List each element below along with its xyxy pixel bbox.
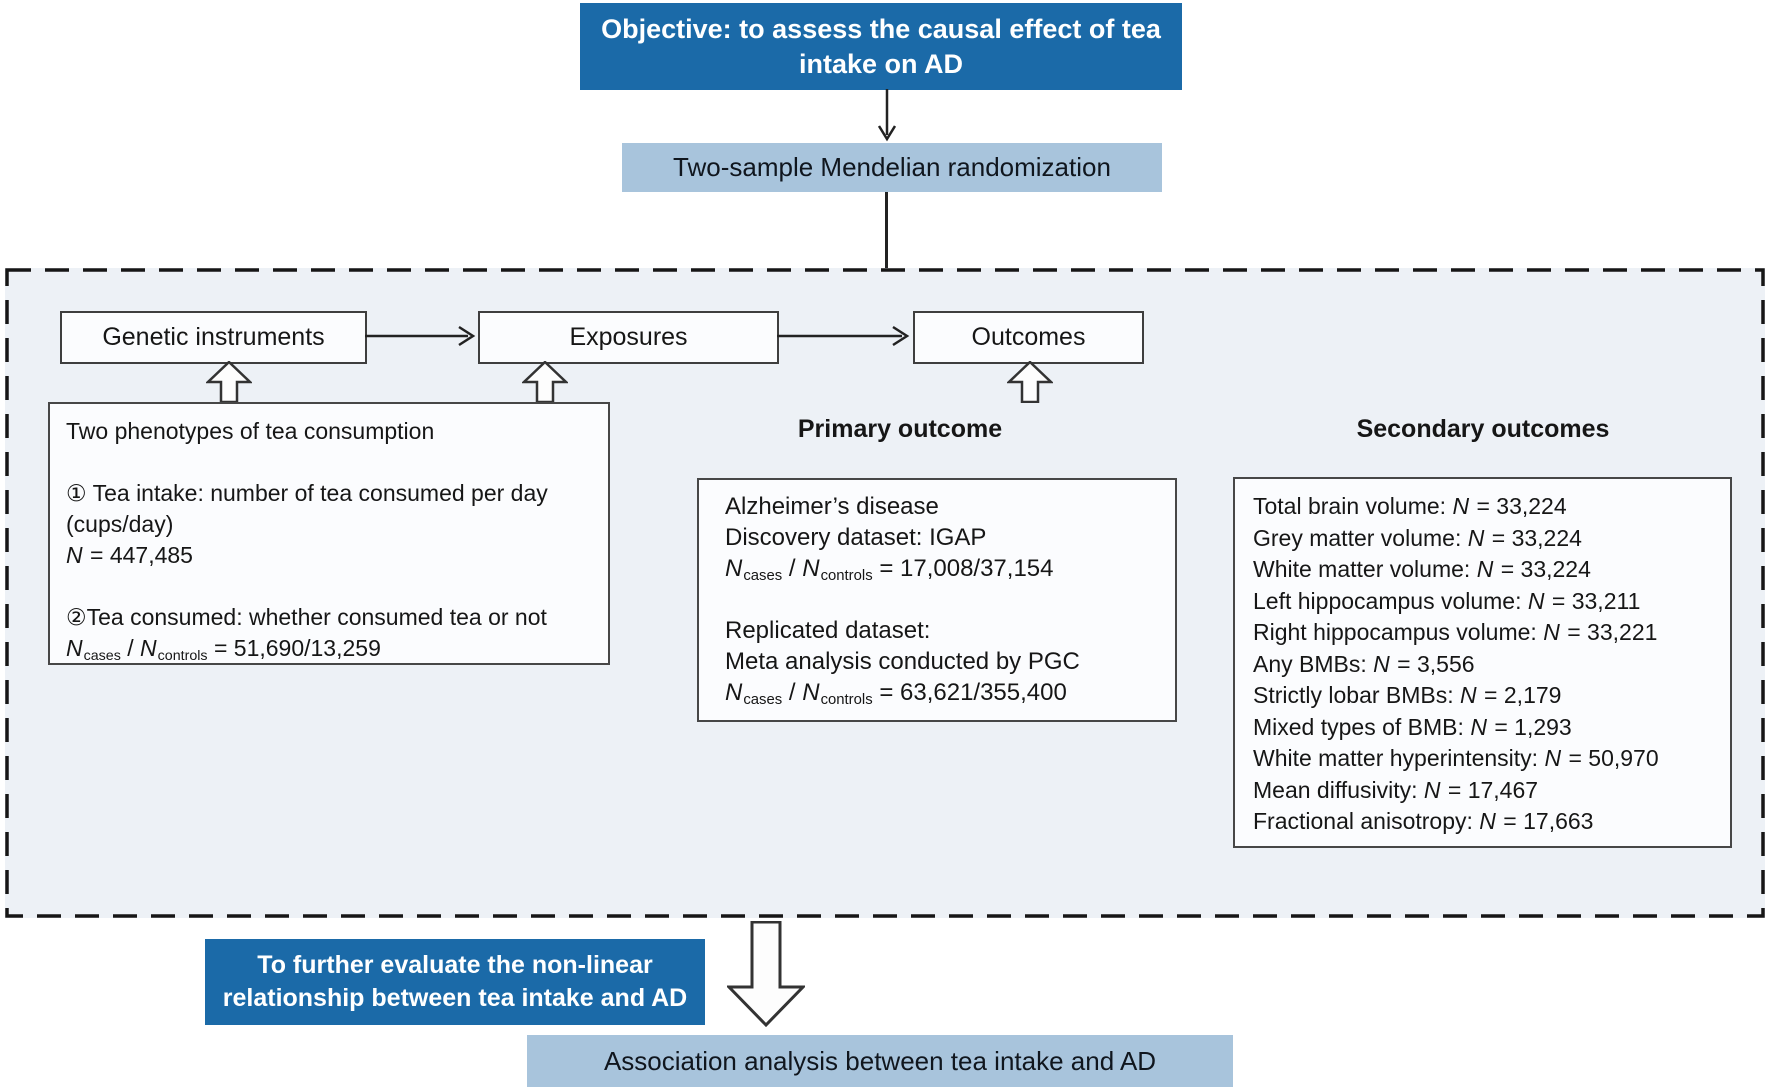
text-line: Alzheimer’s disease	[725, 493, 939, 520]
secondary-outcomes-heading: Secondary outcomes	[1356, 415, 1610, 443]
hollow-up-arrow-icon	[522, 361, 568, 403]
text-line	[725, 584, 1149, 615]
text-line: Fractional anisotropy: N = 17,663	[1253, 808, 1594, 834]
text-line: Strictly lobar BMBs: N = 2,179	[1253, 682, 1562, 708]
text-line: ① Tea intake: number of tea consumed per…	[66, 480, 548, 537]
objective-box: Objective: to assess the causal effect o…	[580, 3, 1182, 90]
genetic-instruments-box: Genetic instruments	[60, 311, 367, 364]
genetic-instruments-label: Genetic instruments	[102, 323, 325, 351]
text-line: Ncases / Ncontrols = 17,008/37,154	[725, 555, 1054, 585]
text-line: Total brain volume: N = 33,224	[1253, 493, 1567, 519]
objective-text: Objective: to assess the causal effect o…	[601, 13, 1161, 79]
text-line: Replicated dataset:	[725, 617, 931, 644]
text-line: White matter hyperintensity: N = 50,970	[1253, 745, 1659, 771]
text-line: Any BMBs: N = 3,556	[1253, 650, 1475, 677]
outcomes-label: Outcomes	[971, 323, 1086, 351]
text-line: Ncases / Ncontrols = 63,621/355,400	[725, 679, 1067, 709]
arrow-down-icon	[877, 89, 897, 142]
hollow-up-arrow-icon	[206, 361, 252, 403]
primary-outcome-heading: Primary outcome	[797, 415, 1003, 443]
text-line: White matter volume: N = 33,224	[1253, 556, 1591, 582]
tea-phenotypes-box: Two phenotypes of tea consumption ① Tea …	[48, 402, 610, 665]
arrow-right-icon	[777, 325, 910, 347]
connector-line	[885, 192, 888, 269]
text-line: Mixed types of BMB: N = 1,293	[1253, 713, 1572, 740]
text-line: Left hippocampus volume: N = 33,211	[1253, 587, 1641, 614]
exposures-box: Exposures	[478, 311, 779, 364]
association-analysis-text: Association analysis between tea intake …	[603, 1045, 1157, 1076]
text-line	[66, 571, 592, 602]
text-line: Right hippocampus volume: N = 33,221	[1253, 619, 1658, 645]
text-line: N = 447,485	[66, 542, 193, 568]
text-line: Ncases / Ncontrols = 51,690/13,259	[66, 635, 381, 664]
dashed-border	[5, 268, 1765, 918]
text-line: ②Tea consumed: whether consumed tea or n…	[66, 604, 547, 630]
exposures-label: Exposures	[569, 323, 688, 351]
text-line: Mean diffusivity: N = 17,467	[1253, 776, 1539, 803]
outcomes-box: Outcomes	[913, 311, 1144, 364]
text-line: Discovery dataset: IGAP	[725, 524, 987, 551]
text-line: Two phenotypes of tea consumption	[66, 418, 435, 444]
hollow-down-arrow-icon	[727, 921, 805, 1027]
association-analysis-box: Association analysis between tea intake …	[527, 1035, 1233, 1087]
nonlinear-evaluation-box: To further evaluate the non-linear relat…	[205, 939, 705, 1025]
text-line: Meta analysis conducted by PGC	[725, 648, 1080, 675]
text-line: Grey matter volume: N = 33,224	[1253, 524, 1582, 551]
nonlinear-evaluation-text: To further evaluate the non-linear relat…	[222, 951, 688, 1012]
text-line	[66, 447, 592, 478]
arrow-right-icon	[365, 325, 476, 347]
mendelian-randomization-text: Two-sample Mendelian randomization	[673, 152, 1111, 182]
hollow-up-arrow-icon	[1007, 361, 1053, 403]
mendelian-randomization-box: Two-sample Mendelian randomization	[622, 143, 1162, 192]
